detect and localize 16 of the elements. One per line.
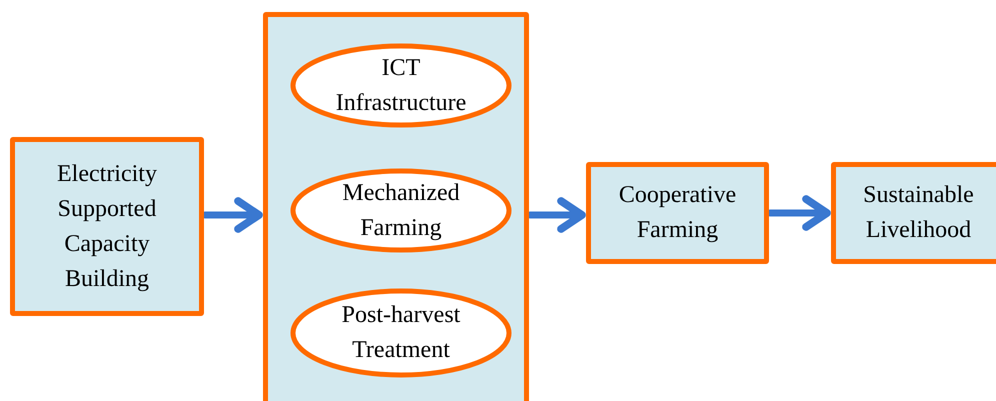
node-label: Electricity Supported Capacity Building [56,160,158,294]
node-label: Sustainable Livelihood [862,181,975,245]
process-box [586,162,769,264]
node-label: Mechanized Farming [341,178,461,242]
arrow [766,195,831,231]
arrow [526,197,586,233]
process-box [10,137,204,316]
process-ellipse [290,168,512,253]
node-label: Post-harvest Treatment [340,301,462,365]
process-ellipse [290,288,512,378]
node-label: Cooperative Farming [618,181,738,245]
process-ellipse [290,43,512,128]
node-label: ICT Infrastructure [334,54,468,118]
group-box [263,12,529,401]
arrow [202,197,263,233]
process-box [831,162,996,264]
